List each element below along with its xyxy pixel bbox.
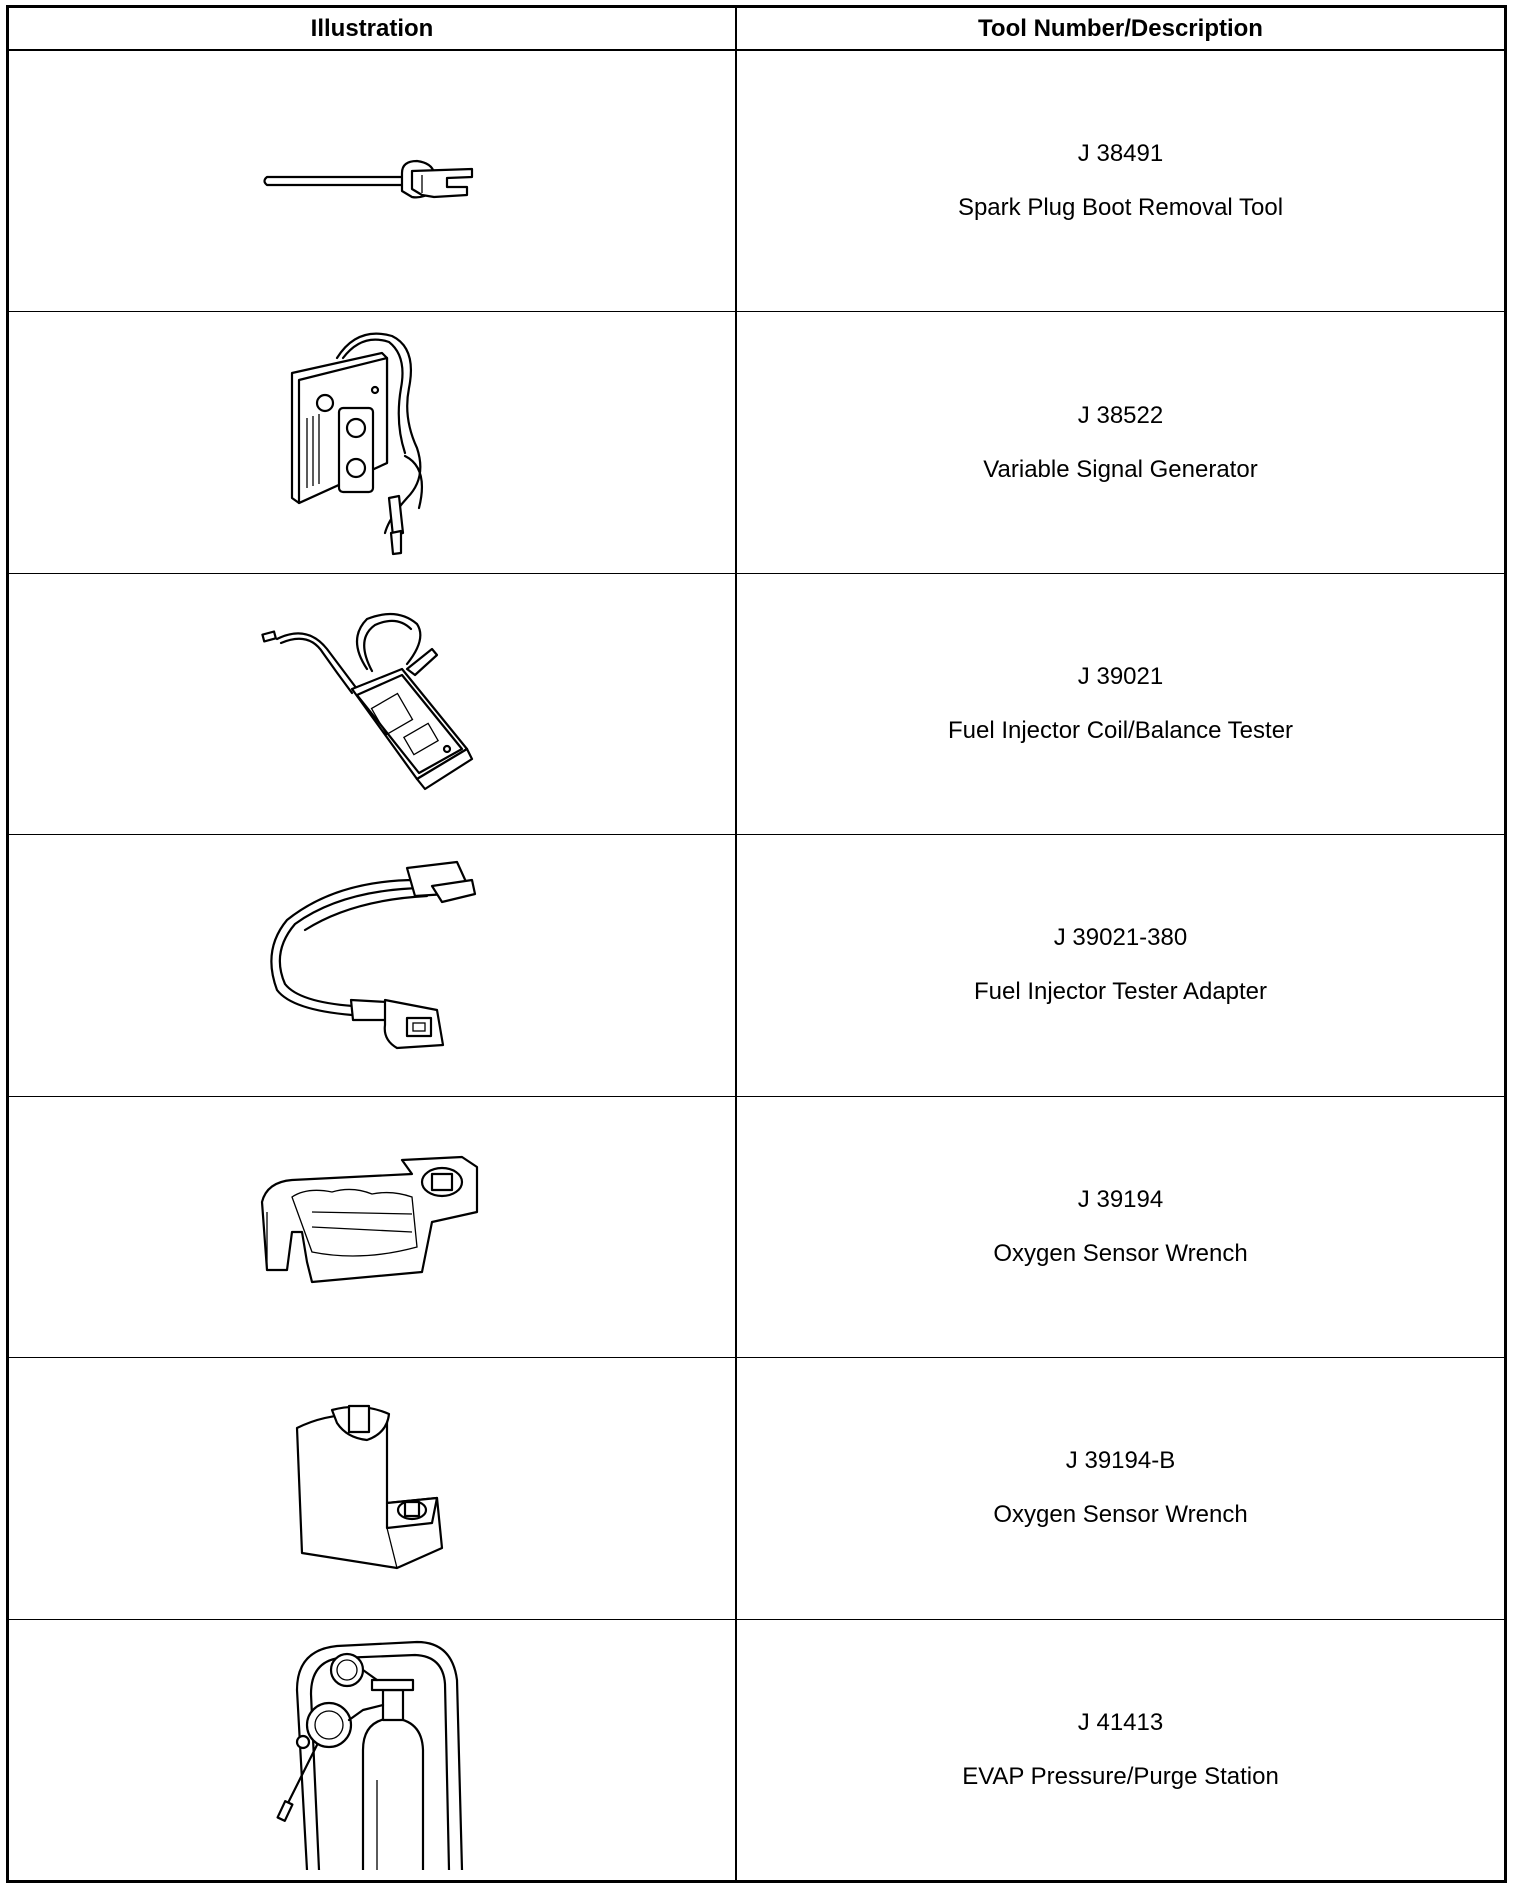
table-row: J 38522 Variable Signal Generator (9, 312, 1504, 574)
table-body: J 38491 Spark Plug Boot Removal Tool (9, 51, 1504, 1880)
tester-adapter-cable-icon (270, 861, 477, 1050)
tool-number: J 41413 (1077, 1708, 1164, 1736)
description-cell: J 39194 Oxygen Sensor Wrench (737, 1097, 1504, 1357)
illustration-cell (9, 1358, 737, 1619)
tool-description: EVAP Pressure/Purge Station (962, 1762, 1279, 1790)
signal-generator-icon (290, 332, 423, 555)
tool-number: J 39021 (1077, 663, 1164, 691)
illustration-cell (9, 573, 737, 835)
illustration-cell (9, 1096, 737, 1358)
tool-description: Oxygen Sensor Wrench (993, 1239, 1248, 1267)
tool-number: J 39194 (1077, 1185, 1164, 1213)
table-row: J 39021-380 Fuel Injector Tester Adapter (9, 835, 1504, 1097)
illustration-cell (9, 312, 737, 573)
tool-number: J 39194-B (1065, 1447, 1176, 1475)
description-column-header: Tool Number/Description (978, 14, 1263, 42)
tool-number: J 38491 (1077, 140, 1164, 168)
illustration-cell (9, 51, 737, 312)
tool-number: J 38522 (1077, 401, 1164, 429)
crowfoot-wrench-icon (260, 1155, 479, 1283)
tool-description: Fuel Injector Tester Adapter (973, 978, 1268, 1006)
socket-wrench-icon (295, 1405, 444, 1570)
illustration-column-header: Illustration (9, 8, 737, 49)
table-row: J 39194 Oxygen Sensor Wrench (9, 1096, 1504, 1359)
table-row: J 39021 Fuel Injector Coil/Balance Teste… (9, 573, 1504, 836)
tool-number: J 39021-380 (1053, 924, 1188, 952)
tool-description: Variable Signal Generator (983, 455, 1258, 483)
spark-plug-boot-removal-tool-icon (263, 160, 474, 199)
evap-station-icon (276, 1640, 464, 1870)
illustration-cell (9, 1619, 737, 1880)
description-cell: J 39021-380 Fuel Injector Tester Adapter (737, 835, 1504, 1095)
description-cell: J 38522 Variable Signal Generator (737, 312, 1504, 572)
description-cell: J 41413 EVAP Pressure/Purge Station (737, 1620, 1504, 1880)
tool-table: Illustration Tool Number/Description J 3… (6, 5, 1507, 1883)
illustration-cell (9, 835, 737, 1096)
description-cell: J 39021 Fuel Injector Coil/Balance Teste… (737, 574, 1504, 834)
tool-description: Spark Plug Boot Removal Tool (957, 194, 1284, 222)
table-row: J 38491 Spark Plug Boot Removal Tool (9, 51, 1504, 313)
description-cell: J 39194-B Oxygen Sensor Wrench (737, 1358, 1504, 1618)
table-header-row: Illustration Tool Number/Description (9, 8, 1504, 51)
table-row: J 41413 EVAP Pressure/Purge Station (9, 1619, 1504, 1880)
description-cell: J 38491 Spark Plug Boot Removal Tool (737, 51, 1504, 311)
tool-description: Fuel Injector Coil/Balance Tester (947, 717, 1294, 745)
tool-description: Oxygen Sensor Wrench (993, 1501, 1248, 1529)
table-row: J 39194-B Oxygen Sensor Wrench (9, 1358, 1504, 1620)
injector-tester-icon (261, 613, 474, 791)
